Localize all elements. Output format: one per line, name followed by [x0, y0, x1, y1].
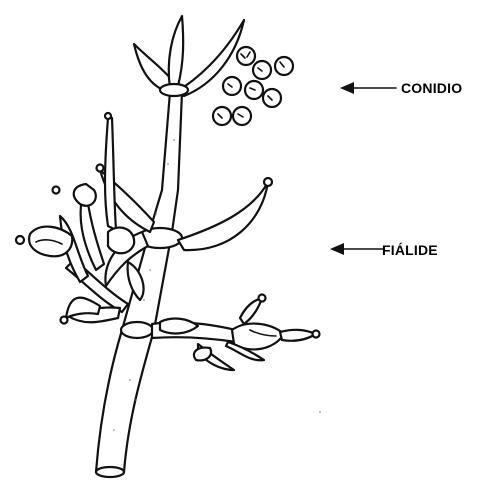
conidio-label: CONIDIO — [401, 81, 462, 95]
fialide-arrow — [330, 243, 384, 255]
conidio-arrow — [340, 82, 396, 94]
middle-phialides — [97, 165, 273, 287]
fialide-label: FIÁLIDE — [382, 243, 438, 257]
right-branch — [152, 295, 320, 371]
left-branch — [16, 113, 144, 324]
